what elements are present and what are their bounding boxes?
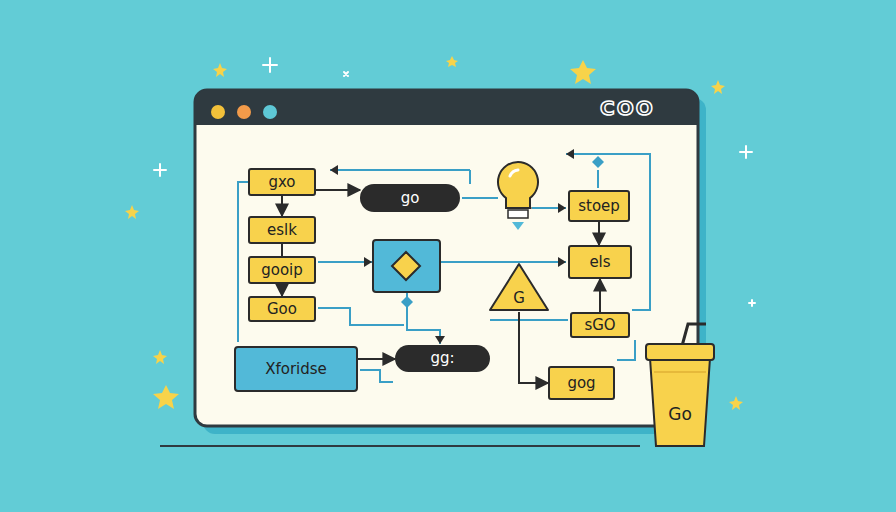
connector <box>358 358 395 360</box>
process-box: sGO <box>570 312 630 338</box>
window-dot <box>263 105 277 119</box>
lightbulb <box>462 162 538 230</box>
process-pill: gg: <box>395 345 490 372</box>
input-box: Xforidse <box>234 346 358 392</box>
node-text: Goo <box>267 301 297 318</box>
decision-box <box>373 240 440 292</box>
process-pill: go <box>360 184 460 212</box>
connector <box>519 312 548 383</box>
connector <box>598 222 600 245</box>
node-text: Xforidse <box>265 361 327 378</box>
process-box: els <box>568 245 632 279</box>
arrow-heads <box>330 149 574 344</box>
connector <box>316 189 360 191</box>
node-text: gg: <box>430 350 454 367</box>
node-text: G <box>513 290 525 307</box>
window-frame <box>195 90 698 426</box>
window-header <box>195 90 698 125</box>
drink-cup: Go <box>642 322 718 448</box>
connector <box>281 244 283 256</box>
node-text: gooip <box>261 262 303 279</box>
node-text: Go <box>668 405 692 424</box>
header-logo: COO <box>600 96 655 120</box>
baseline <box>160 445 640 447</box>
connector <box>599 279 601 312</box>
warning-triangle: G <box>488 262 550 312</box>
node-text: sGO <box>584 317 615 334</box>
node-text: eslk <box>267 222 297 239</box>
node-text: els <box>589 254 610 271</box>
junction-diamond <box>401 296 413 308</box>
node-text: gog <box>567 375 595 392</box>
connector <box>281 196 283 216</box>
junction-diamond <box>592 156 604 168</box>
node-text: stoep <box>578 198 620 215</box>
process-box: gooip <box>248 256 316 284</box>
node-text: go <box>401 190 420 207</box>
process-box: gxo <box>248 168 316 196</box>
process-box: gog <box>548 366 615 400</box>
process-box: eslk <box>248 216 316 244</box>
window-dot <box>237 105 251 119</box>
process-box: stoep <box>568 190 630 222</box>
window-dot <box>211 105 225 119</box>
node-text: gxo <box>268 174 295 191</box>
connector <box>281 284 283 296</box>
process-box: Goo <box>248 296 316 322</box>
cup-shape <box>642 322 718 448</box>
